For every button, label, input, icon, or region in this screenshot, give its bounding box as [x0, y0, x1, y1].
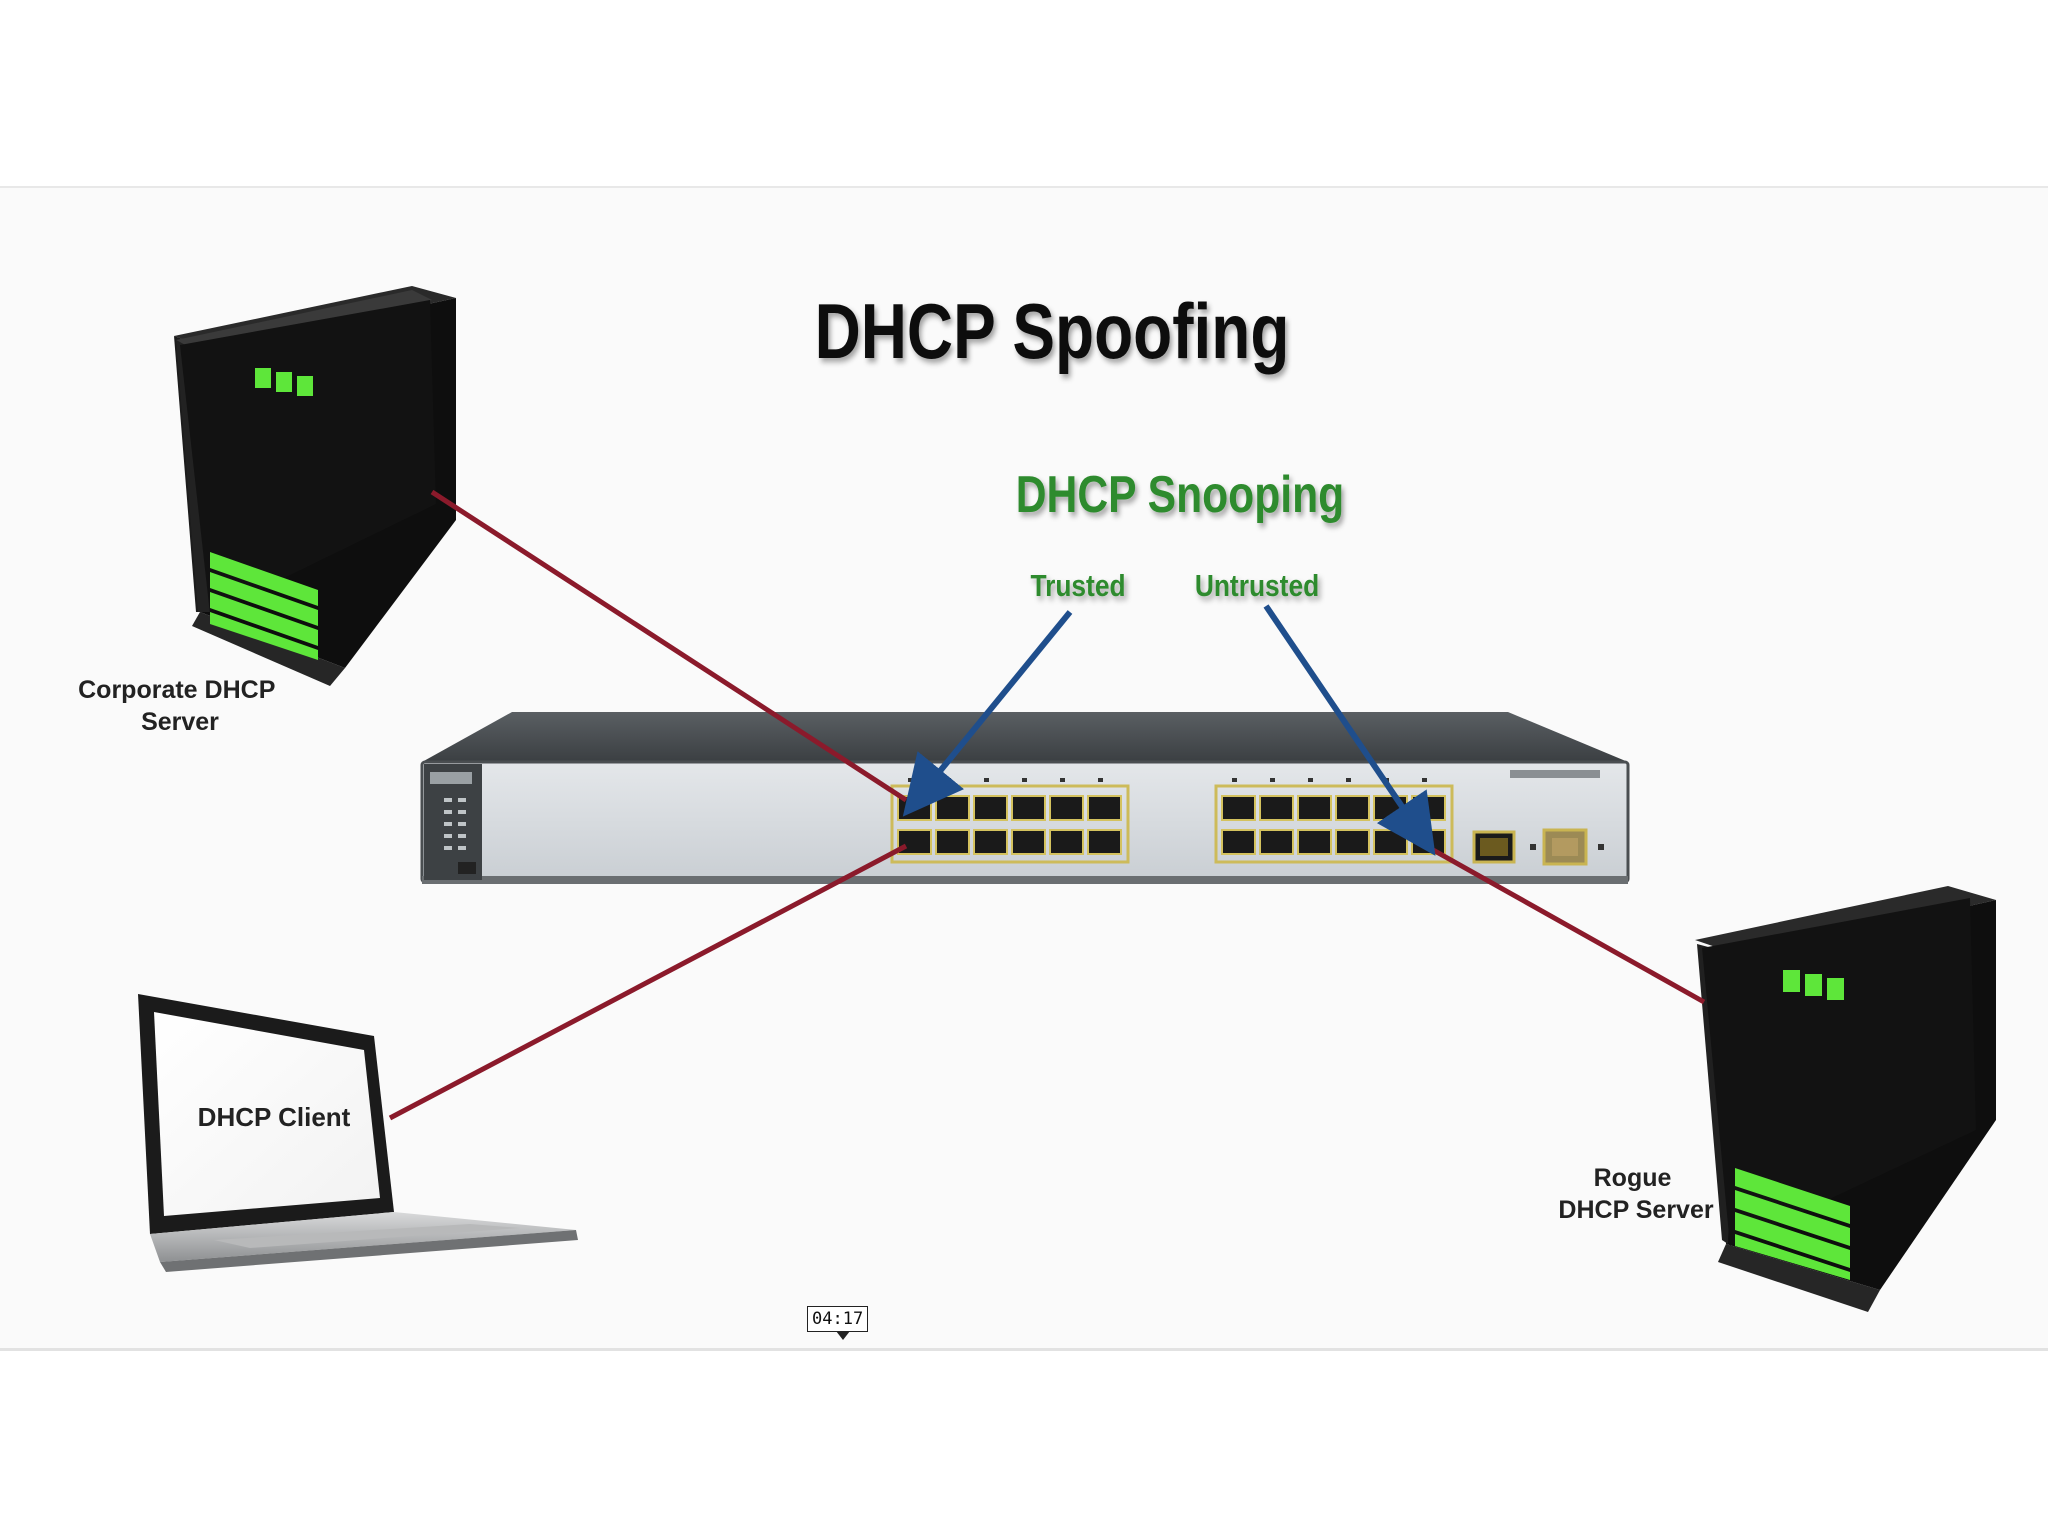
network-switch [420, 712, 1630, 884]
trusted-label: Trusted [1030, 569, 1125, 603]
rogue-server-label: Rogue DHCP Server [1558, 1164, 1713, 1224]
port-led [908, 778, 913, 782]
rogue-server-label-line2: DHCP Server [1558, 1196, 1713, 1224]
network-cables [388, 489, 1706, 1121]
port-led [1060, 778, 1065, 782]
page-title: DHCP Spoofing [815, 288, 1290, 375]
untrusted-label: Untrusted [1195, 569, 1319, 603]
ethernet-port [1411, 795, 1446, 821]
cable-rogue-server-to-switch [1424, 843, 1706, 1005]
corporate-server-label-line1: Corporate DHCP [78, 676, 275, 704]
corporate-dhcp-server-icon [174, 286, 456, 686]
ethernet-port [1221, 829, 1256, 855]
ethernet-port [1087, 829, 1122, 855]
ethernet-port [1259, 795, 1294, 821]
trusted-port-arrow [902, 610, 1073, 817]
sfp-uplink-ports [1472, 828, 1604, 866]
cable-client-to-switch [388, 843, 908, 1121]
untrusted-port-arrow [1263, 604, 1436, 856]
ethernet-port [1011, 795, 1046, 821]
port-led [946, 778, 951, 782]
switch-port-bank-right [1214, 778, 1454, 864]
ethernet-port [1011, 829, 1046, 855]
switch-status-leds [444, 798, 466, 850]
playback-timestamp: 04:17 [807, 1306, 869, 1340]
ethernet-port [1049, 829, 1084, 855]
ethernet-port [1335, 829, 1370, 855]
port-led [1098, 778, 1103, 782]
ethernet-port [935, 795, 970, 821]
dhcp-client-label: DHCP Client [198, 1102, 351, 1132]
port-led [1232, 778, 1237, 782]
ethernet-port [1335, 795, 1370, 821]
corporate-server-label: Corporate DHCP Server [78, 676, 282, 736]
snooping-arrows [902, 604, 1436, 856]
ethernet-port [1221, 795, 1256, 821]
ethernet-port [935, 829, 970, 855]
port-led [984, 778, 989, 782]
corporate-server-label-line2: Server [141, 708, 219, 736]
port-led [1346, 778, 1351, 782]
ethernet-port [1087, 795, 1122, 821]
port-led [1022, 778, 1027, 782]
port-led [1270, 778, 1275, 782]
cable-corporate-server-to-switch [430, 489, 908, 803]
ethernet-port [1259, 829, 1294, 855]
ethernet-port [1373, 829, 1408, 855]
ethernet-port [973, 795, 1008, 821]
ethernet-port [1297, 829, 1332, 855]
port-led [1308, 778, 1313, 782]
ethernet-port [1049, 795, 1084, 821]
dhcp-client-laptop-icon [138, 994, 578, 1272]
rogue-dhcp-server-icon [1695, 886, 1996, 1312]
ethernet-port [1297, 795, 1332, 821]
port-led [1422, 778, 1427, 782]
rogue-server-label-line1: Rogue [1594, 1164, 1672, 1192]
ethernet-port [973, 829, 1008, 855]
dhcp-snooping-heading: DHCP Snooping [1016, 466, 1344, 524]
